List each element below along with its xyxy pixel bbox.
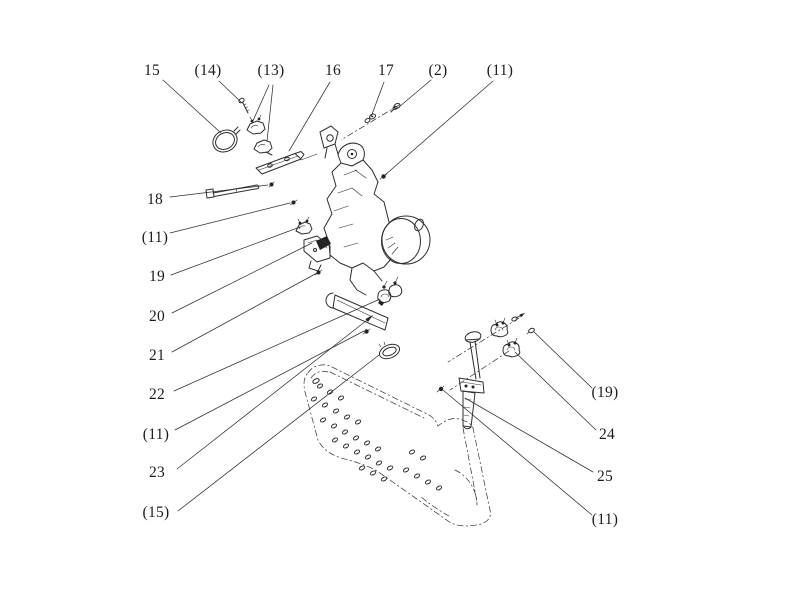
support-bar-16	[255, 151, 305, 175]
clamp-24-lower	[502, 337, 521, 358]
bolt-21	[314, 269, 323, 276]
callout-25: 25	[596, 468, 614, 485]
callout-15-bottom: (15)	[142, 504, 170, 521]
bracket-20	[303, 235, 331, 272]
rod-18	[205, 181, 275, 199]
washer-pin-17	[364, 113, 377, 124]
clamp-cluster-22	[377, 276, 403, 306]
callout-19-left: 19	[148, 268, 166, 285]
grommet-15	[378, 341, 401, 360]
bolt-2	[390, 102, 401, 113]
assembly-axis-lines	[340, 104, 520, 391]
bolt-11-right	[436, 385, 445, 393]
ring-clip-15	[212, 126, 241, 153]
callout-11-top: (11)	[486, 62, 514, 79]
callout-20: 20	[148, 308, 166, 325]
callout-22: 22	[148, 386, 166, 403]
callout-2: (2)	[428, 62, 448, 79]
callout-14: (14)	[194, 62, 222, 79]
main-bracket-assembly	[300, 125, 431, 296]
callout-11-left: (11)	[141, 229, 169, 246]
bolt-11-left	[289, 199, 298, 206]
callout-21: 21	[148, 347, 166, 364]
plate-holes	[310, 378, 443, 491]
callout-13: (13)	[257, 62, 285, 79]
callout-17: 17	[377, 62, 395, 79]
arm-23	[325, 292, 389, 331]
clamp-13-lower	[253, 139, 273, 156]
callout-11-right: (11)	[591, 511, 619, 528]
callout-18: 18	[146, 191, 164, 208]
callout-23: 23	[148, 464, 166, 481]
floor-plate	[303, 364, 491, 527]
clamp-cluster-19	[295, 216, 313, 235]
pedal-lever-25	[458, 331, 485, 430]
clamp-13-upper	[246, 114, 266, 135]
arrowhead	[365, 315, 373, 322]
callout-24: 24	[598, 426, 616, 443]
callout-16: 16	[324, 62, 342, 79]
bolt-14	[238, 97, 250, 114]
bolt-11-bottom-left	[362, 328, 371, 335]
callout-11-bl: (11)	[142, 426, 170, 443]
clamp-24-upper	[490, 317, 509, 338]
bolt-19	[526, 327, 535, 335]
callout-15: 15	[143, 62, 161, 79]
callout-19-right: (19)	[591, 384, 619, 401]
bolt-with-arrow	[511, 313, 525, 322]
bolt-11-top	[379, 173, 388, 180]
leader-lines	[162, 79, 597, 516]
